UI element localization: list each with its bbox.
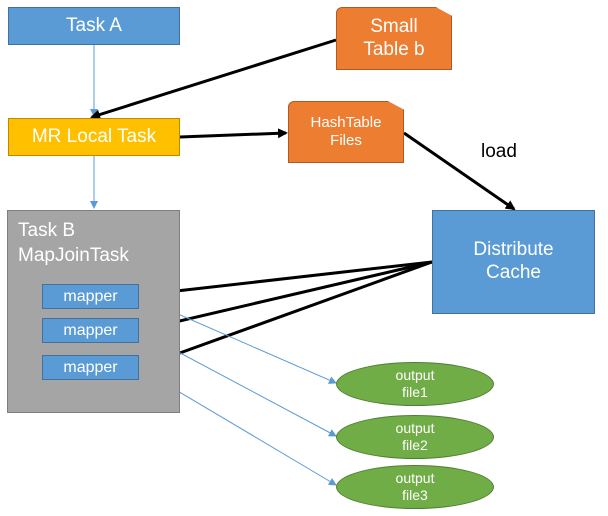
output-file-3-ellipse: output file3 [336,465,494,509]
connector-small-table-to-mr-local-task [90,38,337,120]
mapper-label: mapper [63,358,118,376]
mapper-box: mapper [42,355,139,380]
connector-hashtable-files-to-distribute-cache [403,131,516,211]
connector-cache-to-mapper-3 [139,260,433,369]
hashtable-files-label-line2: Files [330,132,362,149]
hashtable-files-label-line1: HashTable [310,114,382,131]
task-b-container: Task B MapJoinTask [7,210,180,413]
distribute-cache-box: Distribute Cache [432,210,595,314]
mapper-label: mapper [63,287,118,305]
connector-cache-to-mapper-1 [139,260,433,300]
output-file-3-label-line2: file3 [402,487,428,503]
task-a-box: Task A [8,7,180,45]
mapper-label: mapper [63,321,118,339]
output-file-1-ellipse: output file1 [336,362,494,406]
output-file-1-label-line1: output [395,366,435,383]
mapper-box: mapper [42,284,139,309]
task-b-label-line1: Task B [18,220,76,241]
distribute-cache-label-line2: Cache [486,262,541,283]
small-table-b-label-line1: Small [370,15,418,37]
output-file-2-label-line2: file2 [402,437,428,453]
hashtable-files-box: HashTable Files [288,101,404,163]
small-table-b-box: Small Table b [336,7,452,70]
task-b-label-line2: MapJoinTask [18,244,129,266]
output-file-2-ellipse: output file2 [336,415,494,459]
output-file-2-label-line1: output [395,419,435,436]
small-table-b-label-line2: Table b [363,38,425,60]
task-a-label: Task A [66,14,122,36]
connector-mr-local-task-to-hashtable-files [179,128,288,139]
output-file-1-label-line2: file1 [402,384,428,400]
output-file-3-label-line1: output [395,469,435,486]
connector-cache-to-mapper-2 [139,260,433,334]
mr-local-task-box: MR Local Task [8,118,180,156]
mapper-box: mapper [42,318,139,343]
mr-local-task-label: MR Local Task [31,125,157,147]
distribute-cache-label-line1: Distribute [473,239,554,261]
load-edge-label: load [481,141,517,162]
